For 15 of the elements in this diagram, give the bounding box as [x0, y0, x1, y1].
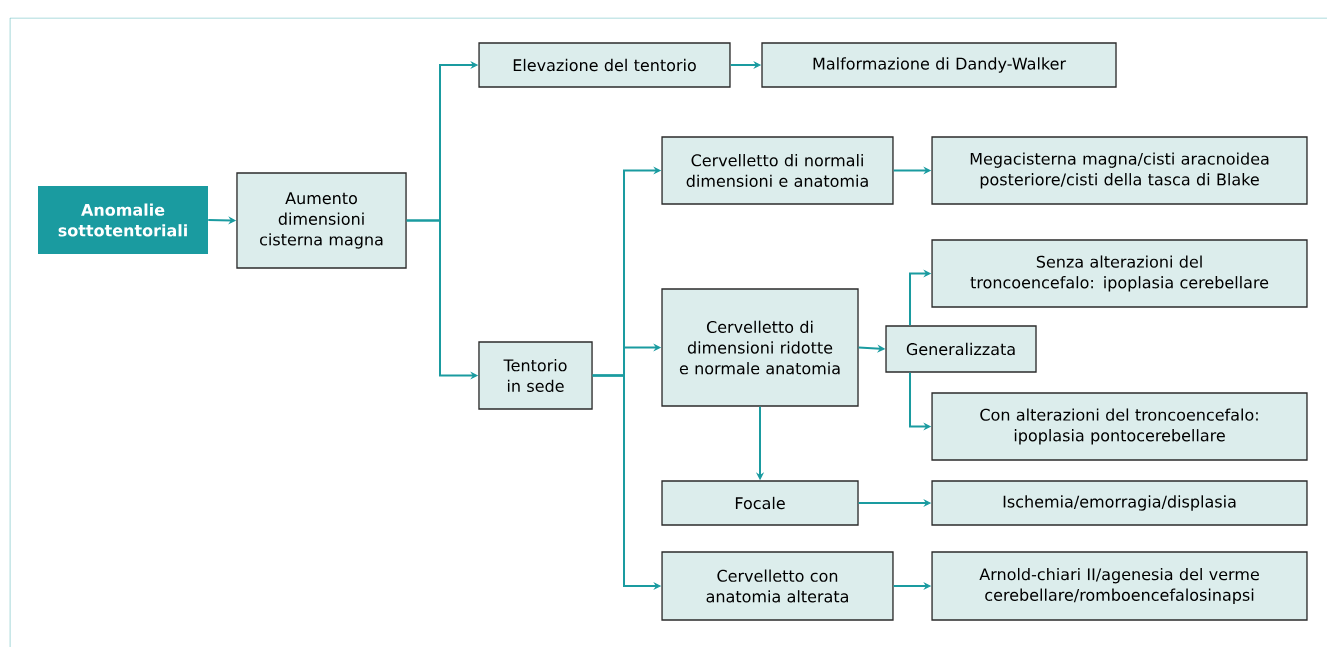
process-box: Aumento dimensioni cisterna magna [236, 172, 407, 269]
process-box: Megacisterna magna/cisti aracnoidea posteriore/cisti della tasca di Blake [931, 136, 1308, 205]
process-box: Cervelletto con anatomia alterata [661, 551, 894, 621]
process-box: Senza alterazioni del troncoencefalo: ipoplasia cerebellare [931, 239, 1308, 308]
process-box: Tentorio in sede [478, 341, 593, 410]
process-box: Elevazione del tentorio [478, 42, 731, 88]
process-box: Focale [661, 480, 859, 526]
process-box: Malformazione di Dandy-Walker [761, 42, 1117, 88]
process-box: Con alterazioni del troncoencefalo: ipoplasia pontocerebellare [931, 392, 1308, 461]
process-box: Arnold-chiari II/agenesia del verme cerebellare/romboencefalosinapsi [931, 551, 1308, 621]
process-box: Generalizzata [885, 325, 1037, 373]
process-box: Cervelletto di dimensioni ridotte e normale anatomia [661, 288, 859, 407]
process-box: Ischemia/emorragia/displasia [931, 480, 1308, 526]
process-box: Cervelletto di normali dimensioni e anatomia [661, 136, 894, 205]
title-box: Anomalie sottotentoriali [38, 186, 208, 254]
